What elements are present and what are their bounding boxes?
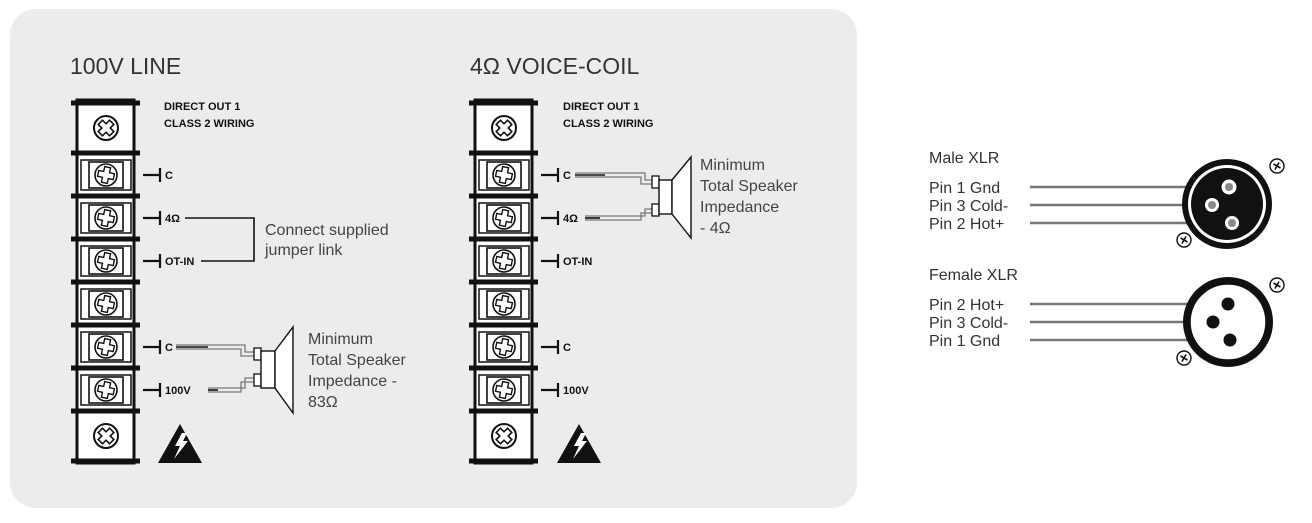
terminal-block <box>469 98 538 465</box>
terminal-screw-icon <box>80 374 132 406</box>
terminal-screw-icon <box>80 159 132 191</box>
terminal-screw-icon <box>80 331 132 363</box>
terminal-screw-icon <box>478 288 530 320</box>
mounting-screw-icon <box>93 423 119 449</box>
mounting-screw-icon <box>93 115 119 141</box>
terminal-screw-icon <box>80 288 132 320</box>
jumper-note: jumper link <box>264 242 343 259</box>
speaker-icon <box>651 155 692 241</box>
speaker-impedance-note: - 4Ω <box>700 220 731 237</box>
terminal-screw-icon <box>478 159 530 191</box>
high-voltage-warning-icon <box>158 424 202 463</box>
mounting-screw-icon <box>491 115 517 141</box>
terminal-screw-icon <box>478 374 530 406</box>
wiring-panel-background <box>10 9 857 508</box>
terminal-screw-icon <box>80 202 132 234</box>
speaker-impedance-note: Impedance - <box>308 373 397 390</box>
speaker-impedance-note: 83Ω <box>308 394 338 411</box>
speaker-icon <box>253 324 294 416</box>
panel-title-100v-line: 100V LINE <box>70 53 181 79</box>
terminal-block <box>71 98 140 465</box>
speaker-wires <box>176 344 254 393</box>
mounting-screw-icon <box>1269 158 1285 174</box>
terminal-screw-icon <box>478 331 530 363</box>
terminal-label-ot-in: OT-IN <box>165 256 194 268</box>
speaker-impedance-note: Total Speaker <box>308 352 407 369</box>
terminal-label-c: C <box>165 342 173 354</box>
terminal-label-c: C <box>165 170 173 182</box>
terminal-label-4ohm: 4Ω <box>165 213 180 225</box>
high-voltage-warning-icon <box>557 424 601 463</box>
female-xlr-pin-label: Pin 1 Gnd <box>929 333 1000 350</box>
terminal-label-c: C <box>563 342 571 354</box>
terminal-screw-icon <box>80 245 132 277</box>
speaker-impedance-note: Minimum <box>700 157 765 174</box>
terminal-screw-icon <box>478 245 530 277</box>
header-class2-wiring: CLASS 2 WIRING <box>563 118 653 130</box>
panel-100v-line: 100V LINE DIRECT OUT 1 CLASS 2 WIRING <box>70 53 407 465</box>
jumper-link-wire <box>185 217 255 262</box>
terminal-screw-icon <box>478 202 530 234</box>
male-xlr-pin-label: Pin 3 Cold- <box>929 198 1008 215</box>
header-class2-wiring: CLASS 2 WIRING <box>164 118 254 130</box>
female-xlr-connector-icon <box>1176 277 1285 367</box>
speaker-impedance-note: Total Speaker <box>700 178 799 195</box>
speaker-wires <box>575 172 652 221</box>
male-xlr-title: Male XLR <box>929 150 999 167</box>
jumper-note: Connect supplied <box>265 222 389 239</box>
female-xlr-pin-label: Pin 3 Cold- <box>929 315 1008 332</box>
speaker-impedance-note: Minimum <box>308 331 373 348</box>
terminal-label-4ohm: 4Ω <box>563 213 578 225</box>
male-xlr-pin-label: Pin 1 Gnd <box>929 180 1000 197</box>
speaker-impedance-note: Impedance <box>700 199 779 216</box>
header-direct-out: DIRECT OUT 1 <box>164 101 240 113</box>
female-xlr-title: Female XLR <box>929 267 1018 284</box>
terminal-label-c: C <box>563 170 571 182</box>
male-xlr-pin-label: Pin 2 Hot+ <box>929 216 1004 233</box>
terminal-label-ot-in: OT-IN <box>563 256 592 268</box>
male-xlr-diagram: Male XLR Pin 1 Gnd Pin 3 Cold- Pin 2 Hot… <box>929 150 1285 249</box>
male-xlr-connector-icon <box>1176 158 1285 249</box>
mounting-screw-icon <box>1269 277 1285 293</box>
panel-title-voice-coil: 4Ω VOICE-COIL <box>470 53 639 79</box>
female-xlr-pin-label: Pin 2 Hot+ <box>929 297 1004 314</box>
panel-4ohm-voice-coil: 4Ω VOICE-COIL DIRECT OUT 1 CLASS 2 WIRIN… <box>469 53 799 465</box>
mounting-screw-icon <box>1176 232 1192 248</box>
female-xlr-diagram: Female XLR Pin 2 Hot+ Pin 3 Cold- Pin 1 … <box>929 267 1285 367</box>
header-direct-out: DIRECT OUT 1 <box>563 101 639 113</box>
mounting-screw-icon <box>491 423 517 449</box>
mounting-screw-icon <box>1176 350 1192 366</box>
terminal-label-100v: 100V <box>563 385 589 397</box>
terminal-label-100v: 100V <box>165 385 191 397</box>
